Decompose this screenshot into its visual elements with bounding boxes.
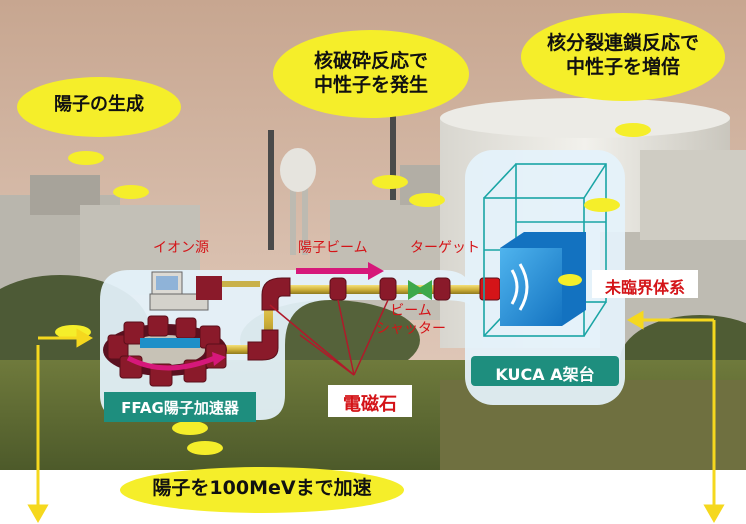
subcritical-label: 未臨界体系	[604, 278, 685, 297]
spallation-line-2: 中性子を発生	[313, 73, 428, 96]
proton-generation-text: 陽子の生成	[54, 94, 144, 115]
ffag-tag-box	[104, 392, 256, 422]
ion-source-label: イオン源	[153, 240, 209, 256]
kuca-tag-box	[471, 356, 619, 386]
spallation-text: 核破砕反応で 中性子を発生	[283, 50, 459, 98]
right-double-arrow	[627, 310, 725, 524]
magnet-rollers	[247, 277, 501, 361]
ion-source-equipment	[149, 271, 260, 311]
beam-shutter	[408, 280, 432, 300]
bubbles	[17, 13, 725, 513]
highlight-spots	[55, 123, 651, 455]
beam-shutter-line-2: シャッター	[376, 321, 446, 338]
kuca-label: KUCA A架台	[495, 365, 595, 384]
subcritical-core	[500, 232, 586, 326]
proton-beam-label: 陽子ビーム	[298, 240, 368, 256]
ffag-ring	[103, 315, 227, 387]
proton-beam-arrow	[296, 262, 384, 280]
target-label: ターゲット	[410, 240, 480, 256]
beam-shutter-label: ビーム シャッター	[372, 302, 450, 338]
left-double-arrow	[27, 328, 93, 524]
accelerate-text: 陽子を100MeVまで加速	[152, 477, 372, 499]
beam-shutter-line-1: ビーム	[390, 303, 432, 319]
magnet-label: 電磁石	[343, 394, 397, 415]
subcritical-tag-box	[592, 270, 698, 298]
magnet-tag-box	[328, 385, 412, 417]
fission-text: 核分裂連鎖反応で 中性子を増倍	[527, 32, 719, 80]
magnet-leader-lines	[269, 299, 389, 376]
ffag-label: FFAG陽子加速器	[121, 399, 239, 417]
fission-line-2: 中性子を増倍	[565, 55, 680, 78]
fission-line-1: 核分裂連鎖反応で	[546, 32, 699, 54]
spallation-line-1: 核破砕反応で	[313, 50, 428, 72]
